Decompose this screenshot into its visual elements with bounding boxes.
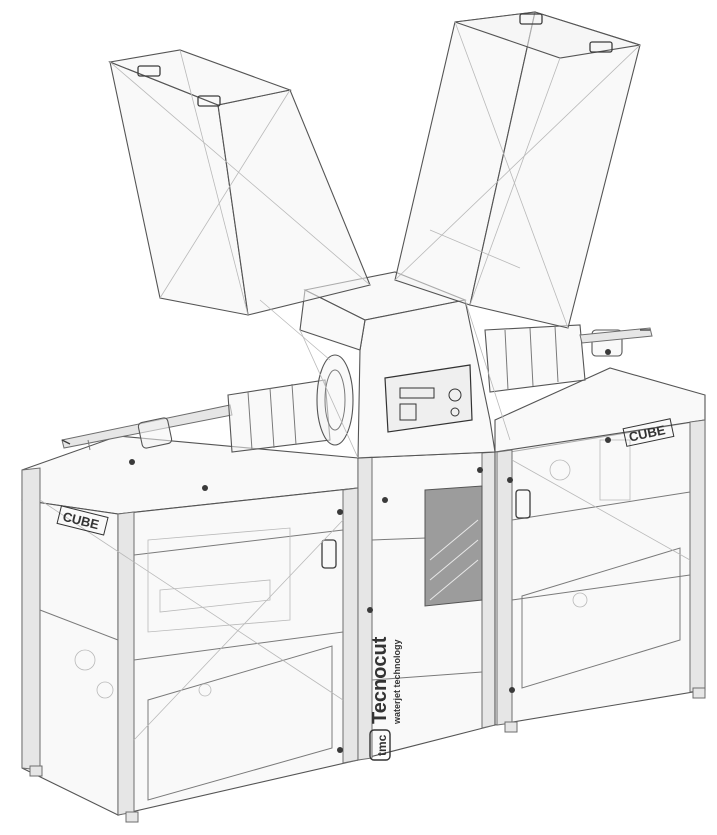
left-hood bbox=[107, 49, 371, 316]
left-hood-lift-handle-a[interactable] bbox=[137, 65, 161, 77]
right-hood bbox=[394, 11, 641, 329]
center-cabinet bbox=[357, 451, 496, 761]
right-arm-assembly bbox=[484, 324, 653, 393]
center-cabinet-panel bbox=[424, 485, 483, 607]
right-cabinet-handle[interactable] bbox=[515, 489, 531, 519]
right-hood-lift-handle-b[interactable] bbox=[589, 41, 613, 53]
hood-support-rods bbox=[259, 229, 521, 459]
tmc-badge: tmc bbox=[375, 734, 389, 756]
right-hood-lift-handle-a[interactable] bbox=[519, 13, 543, 25]
left-cabinet bbox=[21, 435, 359, 823]
company-tagline: waterjet technology bbox=[392, 639, 402, 725]
control-knob[interactable] bbox=[448, 388, 462, 402]
cube-logo-left: CUBE bbox=[56, 505, 109, 536]
right-cabinet bbox=[494, 367, 706, 733]
right-cabinet-door[interactable] bbox=[521, 547, 681, 689]
tecnocut-branding: tmc Tecnocut waterjet technology bbox=[369, 636, 402, 761]
left-arm-assembly bbox=[61, 354, 354, 465]
left-cabinet-door[interactable] bbox=[147, 645, 333, 801]
left-hood-lift-handle-b[interactable] bbox=[197, 95, 221, 107]
left-cabinet-handle[interactable] bbox=[321, 539, 337, 569]
company-name: Tecnocut bbox=[369, 636, 391, 724]
